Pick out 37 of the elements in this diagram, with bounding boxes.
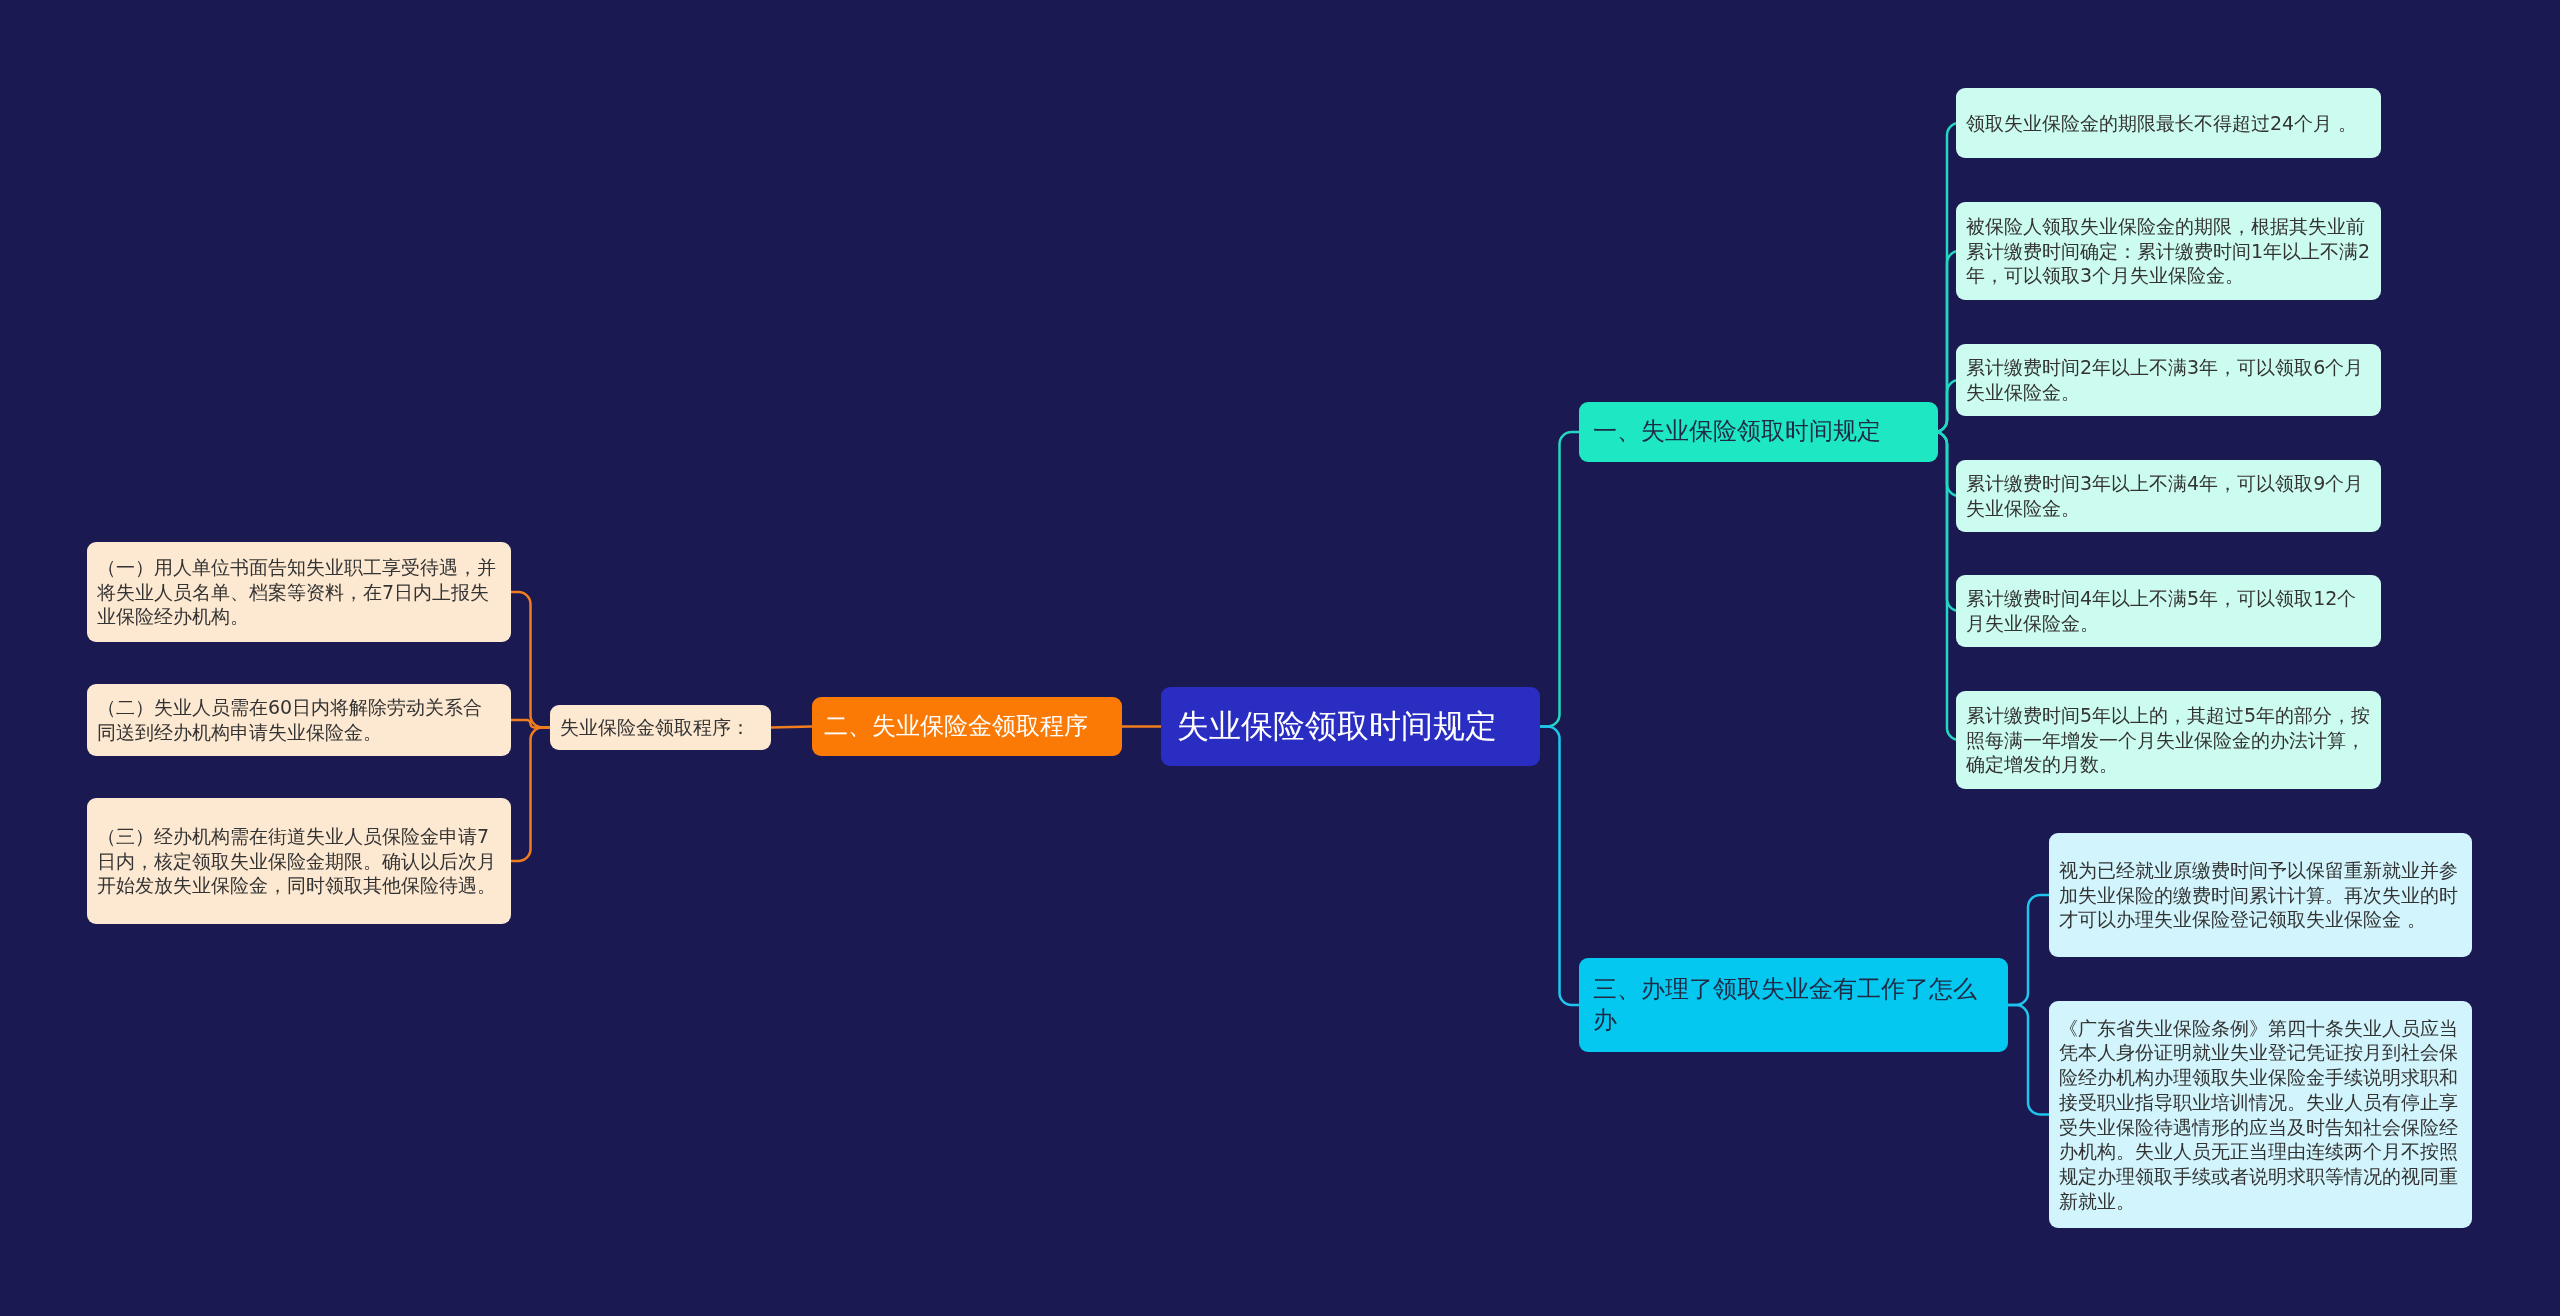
topic-text: 失业保险金领取程序：: [560, 715, 750, 740]
connector: [770, 725, 813, 729]
subtopic-box: [2049, 833, 2472, 957]
topic-text: 累计缴费时间2年以上不满3年，可以领取6个月失业保险金。: [1966, 355, 2365, 405]
topic-text: 领取失业保险金的期限最长不得超过24个月 。: [1966, 110, 2358, 136]
topic-text: 被保险人领取失业保险金的期限，根据其失业前累计缴费时间确定：累计缴费时间1年以上不满2年，可以领取3个月失业保险金。: [1966, 213, 2371, 289]
subtopic-box: [1956, 344, 2381, 416]
subtopic-box: [87, 798, 511, 924]
subtopic-box: [1956, 460, 2381, 532]
connector: [1540, 725, 1579, 1007]
topic-text: 三、办理了领取失业金有工作了怎么办: [1593, 973, 1978, 1036]
connector: [511, 726, 550, 863]
topic-text: 累计缴费时间3年以上不满4年，可以领取9个月失业保险金。: [1966, 471, 2365, 521]
topic-text: 失业保险领取时间规定: [1177, 705, 1497, 747]
branch-topic-box: [1579, 958, 2008, 1052]
branch-topic-box: [812, 697, 1122, 756]
topic-text: 累计缴费时间4年以上不满5年，可以领取12个月失业保险金。: [1966, 586, 2358, 636]
subtopic-box: [550, 705, 771, 750]
topic-text: （二）失业人员需在60日内将解除劳动关系合同送到经办机构申请失业保险金。: [97, 695, 484, 745]
connector: [2008, 1003, 2049, 1116]
topic-text: （三）经办机构需在街道失业人员保险金申请7日内，核定领取失业保险金期限。确认以后次月开始发放失业保险金，同时领取其他保险待遇。: [97, 823, 497, 899]
connector: [1122, 725, 1161, 728]
subtopic-box: [87, 684, 511, 756]
subtopic-box: [1956, 202, 2381, 300]
branch-topic-box: [1579, 402, 1938, 462]
subtopic-box: [2049, 1001, 2472, 1228]
subtopic-box: [87, 542, 511, 642]
topic-text: 累计缴费时间5年以上的，其超过5年的部分，按照每满一年增发一个月失业保险金的办法计算，确定增发的月数。: [1966, 702, 2371, 778]
topic-text: 视为已经就业原缴费时间予以保留重新就业并参加失业保险的缴费时间累计计算。再次失业的时才可以办理失业保险登记领取失业保险金 。: [2059, 857, 2459, 933]
subtopic-box: [1956, 575, 2381, 647]
subtopic-box: [1956, 691, 2381, 789]
subtopic-box: [1956, 88, 2381, 158]
central-topic-box: [1161, 687, 1540, 766]
topic-text: 《广东省失业保险条例》第四十条失业人员应当凭本人身份证明就业失业登记凭证按月到社会保险经办机构办理领取失业保险金手续说明求职和接受职业指导职业培训情况。失业人员有停止享受失业保险待遇情形的应当及时告知社会保险经办机构。失业人员无正当理由连续两个月不按照规定办理领取手续或者说明求职等情况的视同重新就业。: [2059, 1015, 2459, 1214]
topic-text: 一、失业保险领取时间规定: [1593, 416, 1881, 448]
topic-text: （一）用人单位书面告知失业职工享受待遇，并将失业人员名单、档案等资料，在7日内上报失业保险经办机构。: [97, 554, 497, 630]
topic-text: 二、失业保险金领取程序: [824, 710, 1088, 742]
